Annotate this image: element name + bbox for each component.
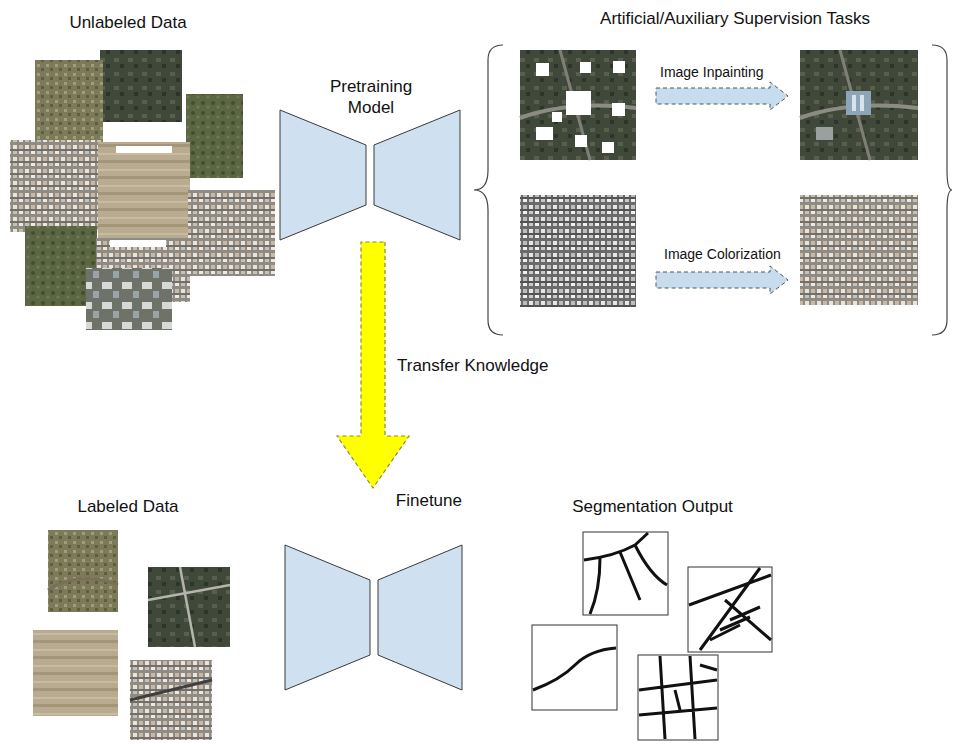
network-model: Finetune [282,488,466,694]
encoder-decoder-shape [278,74,464,242]
network-half [285,545,370,690]
image-group: Labeled Data [20,494,236,742]
colorization-result [800,195,918,305]
node-heading: Labeled Data [20,494,236,517]
encoder-decoder-shape [282,488,466,694]
edge-label: Transfer Knowledge [395,355,551,376]
task-label: Image Inpainting [660,64,764,81]
task-arrow [656,266,788,294]
image-group: Segmentation Output [525,494,780,742]
image-group: Unlabeled Data [10,10,246,332]
node-heading: Finetune [282,488,466,511]
inpainting-result [800,50,918,160]
task-label: Image Colorization [664,246,781,263]
unlabeled-collage [10,50,275,330]
network-half [374,110,460,240]
labeled-tiles [33,530,230,740]
node-heading: Unlabeled Data [10,10,246,33]
task-arrow [656,82,788,110]
task-group: Artificial/Auxiliary Supervision Tasks [520,6,950,336]
node-heading: Artificial/Auxiliary Supervision Tasks [520,6,950,29]
network-half [280,110,366,240]
node-heading: Segmentation Output [525,494,780,517]
segmentation-tiles [532,532,772,740]
brace [932,45,952,335]
node-heading: Pretraining Model [315,74,427,118]
network-model: Pretraining Model [278,74,464,242]
inpainting-source [520,50,636,160]
colorization-source [520,195,636,307]
transfer-arrow [337,242,409,488]
brace [474,45,503,335]
network-half [378,545,462,690]
